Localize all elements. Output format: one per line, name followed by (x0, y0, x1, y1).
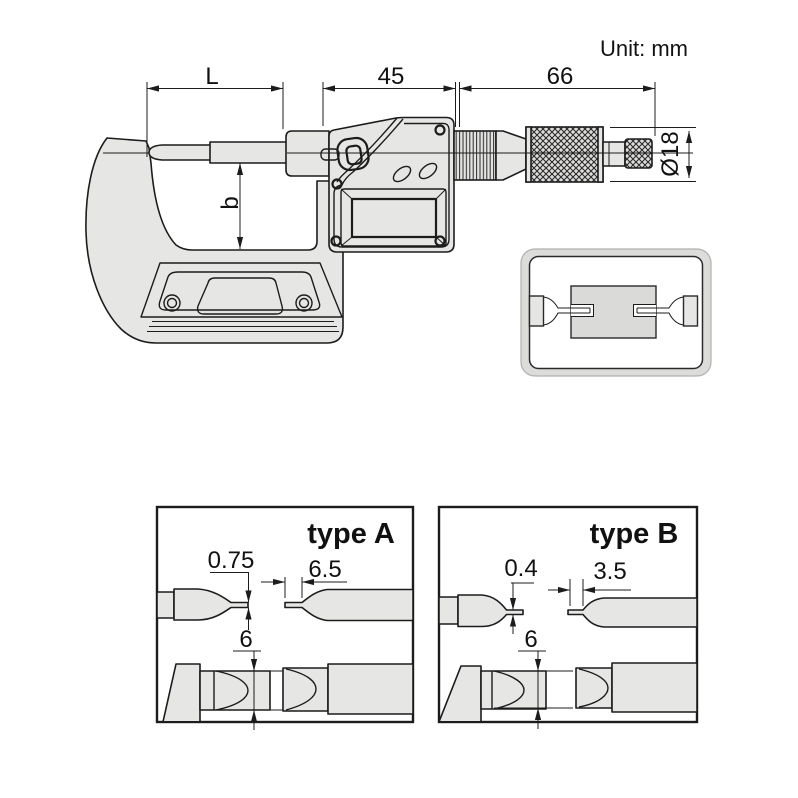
extension-lines (146, 82, 696, 182)
grip-screw-left-inner (166, 297, 178, 309)
grip-boss (196, 277, 284, 315)
b-length-label: 3.5 (593, 558, 626, 585)
b-spindle-side-bar (575, 667, 613, 709)
panel-a-title: type A (307, 518, 395, 550)
b-spindle-blade (567, 597, 698, 628)
b-width-label: 6 (524, 626, 537, 653)
ratchet-shaft (602, 141, 626, 167)
b-anvil-blade-profile (491, 670, 525, 710)
a-anvil-base (156, 591, 175, 619)
body-ridge-line-1 (336, 117, 398, 183)
application-inset (520, 248, 712, 377)
body-screw-top-right (434, 124, 446, 136)
micrometer-main-view: L 45 66 b Ø18 Unit: mm (85, 36, 696, 344)
unit-label: Unit: mm (600, 36, 688, 61)
inset-blade-right (636, 296, 684, 326)
thimble-edge-left (525, 126, 532, 183)
button-left (392, 165, 412, 183)
spindle-assembly (148, 130, 330, 177)
body-screw-mid-left (331, 178, 343, 190)
frame-grip (140, 262, 343, 332)
dimension-annotations: L 45 66 b Ø18 (146, 63, 696, 249)
b-anvil-side-base (438, 665, 482, 723)
inset-anvil-holder (528, 295, 545, 327)
inset-spindle-holder (682, 295, 699, 327)
b-length-ticks (569, 579, 584, 606)
b-width-extension-lines (494, 670, 573, 709)
a-length-ticks (284, 577, 303, 598)
grip-screw-right-inner (298, 297, 310, 309)
b-thickness-label: 0.4 (504, 555, 537, 582)
dim-label-66: 66 (547, 63, 574, 90)
button-right (418, 162, 438, 180)
b-spindle-side-holder (611, 662, 698, 713)
dim-label-b: b (217, 196, 244, 209)
grip-screw-left (163, 294, 181, 312)
display-screen (350, 197, 438, 239)
a-spindle-blade-profile (285, 668, 317, 711)
grip-outline (140, 262, 343, 318)
thimble-knurled (525, 126, 604, 183)
b-anvil-base (438, 596, 459, 625)
a-anvil-blade-profile (213, 670, 249, 711)
a-width-label: 6 (239, 626, 252, 653)
a-spindle-side-bar (282, 667, 329, 712)
display-bevel-lines (340, 188, 447, 247)
dim-label-L: L (205, 63, 218, 90)
graduated-sleeve (453, 130, 497, 181)
a-thickness-label: 0.75 (208, 547, 255, 574)
grip-screw-right (295, 294, 313, 312)
display-window-frame (340, 188, 447, 247)
panel-type-a: type A 0.75 6.5 6 (155, 505, 415, 730)
a-spindle-side-holder (327, 663, 414, 715)
sleeve-neck (495, 130, 527, 181)
dim-label-45: 45 (378, 63, 405, 90)
inset-blade-left (543, 296, 591, 326)
panel-b-title: type B (590, 518, 679, 550)
workpiece-slot-right (633, 304, 656, 317)
body-ridge-line-2 (341, 118, 404, 186)
digital-body (320, 116, 455, 253)
a-anvil-side-base (162, 663, 201, 723)
a-length-label: 6.5 (308, 556, 341, 583)
grip-laminate-lines (147, 321, 339, 332)
lock-lever-hole (345, 144, 363, 166)
b-spindle-blade-profile (578, 668, 609, 708)
a-width-extension-lines (212, 670, 283, 711)
workpiece-slot-left (571, 304, 594, 317)
body-face-panel (333, 122, 450, 248)
thimble-assembly (453, 126, 653, 183)
blade-anvil (148, 144, 213, 161)
lock-lever (336, 136, 370, 172)
dim-label-dia18: Ø18 (657, 131, 684, 176)
spindle (209, 141, 288, 164)
grip-inset-panel (158, 271, 321, 311)
b-anvil-blade (457, 594, 524, 628)
a-spindle-blade (284, 588, 414, 622)
panel-type-b: type B 0.4 3.5 6 (437, 505, 699, 729)
